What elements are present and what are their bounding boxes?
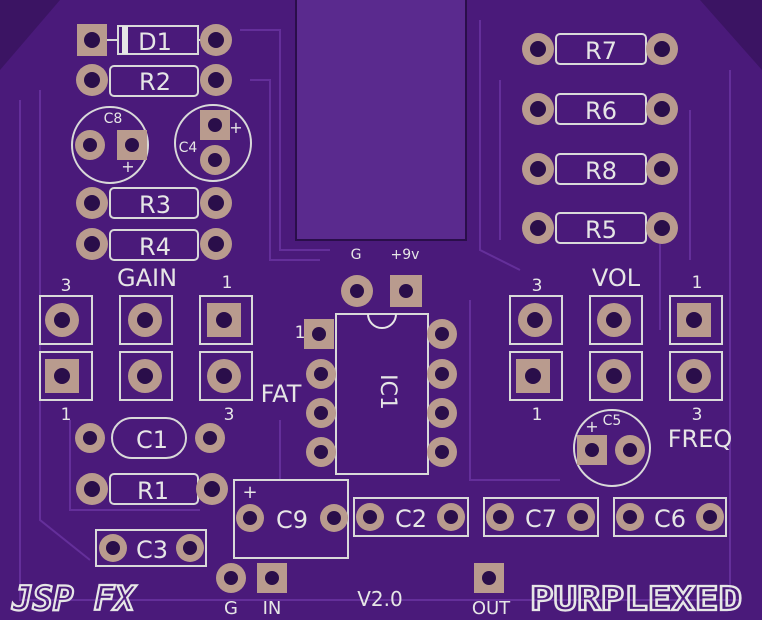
input-ground-label: G [224,598,238,619]
d1-label: D1 [138,28,172,56]
output-pad: OUT [472,563,511,619]
capacitor-c6: C6 [613,497,727,537]
resistor-r8: R8 [522,153,678,185]
ic-ic1: 1 IC1 [295,313,457,475]
capacitor-c1: C1 [75,417,225,459]
c9-plus: + [242,482,257,503]
c2-label: C2 [395,505,427,533]
output-label: OUT [472,598,511,619]
r6-label: R6 [585,97,617,125]
resistor-r6: R6 [522,93,678,125]
c4-label: C4 [179,140,198,156]
pot-vol: VOL 3 1 1 3 [509,264,723,425]
pot-gain: GAIN 3 1 1 3 [39,264,253,425]
fat-label: FAT [261,380,302,408]
gain-pin-1-top: 1 [222,273,233,293]
gain-pin-1-bottom: 1 [61,405,72,425]
c1-label: C1 [136,426,168,454]
c8-label: C8 [104,111,123,127]
capacitor-c5: C5 + [573,409,651,487]
capacitor-c9: C9 + [233,479,349,559]
input-label: IN [263,598,282,619]
resistor-r5: R5 [522,212,678,244]
vol-pin-1-top: 1 [692,273,703,293]
c5-label: C5 [603,413,622,429]
r5-label: R5 [585,216,617,244]
c5-plus: + [585,417,598,436]
c3-label: C3 [136,536,168,564]
capacitor-c4: C4 + [174,104,252,182]
capacitor-c2: C2 [353,497,469,537]
c4-plus: + [229,118,242,137]
gain-label: GAIN [117,264,177,292]
c6-label: C6 [654,505,686,533]
copper-traces [19,20,740,601]
gain-pin-3-top: 3 [61,276,72,296]
ic1-label: IC1 [375,374,400,410]
resistor-r2: R2 [76,64,232,97]
diode-d1: D1 [77,24,232,56]
resistor-r4: R4 [76,228,232,261]
board-name: PURPLEXED [530,579,742,618]
resistor-r7: R7 [522,33,678,65]
r4-label: R4 [139,233,171,261]
board-slot [295,0,467,241]
vol-pin-3-bottom: 3 [692,405,703,425]
brand-logo: JSP FX [11,579,137,619]
ic1-pin1-label: 1 [295,323,306,343]
c9-label: C9 [276,506,308,534]
capacitor-c7: C7 [483,497,599,537]
version-label: V2.0 [357,587,403,611]
r8-label: R8 [585,157,617,185]
capacitor-c8: C8 + [71,106,149,184]
vol-pin-3-top: 3 [532,276,543,296]
r1-label: R1 [137,477,169,505]
c8-plus: + [121,157,134,176]
r7-label: R7 [585,37,617,65]
power-supply-label: +9v [391,247,420,263]
capacitor-c3: C3 [95,529,207,567]
vol-pin-1-bottom: 1 [532,405,543,425]
input-pads: G IN [216,563,287,619]
power-pads: G +9v [341,247,422,307]
resistor-r1: R1 [76,473,228,505]
resistor-r3: R3 [76,187,232,219]
c7-label: C7 [525,505,557,533]
power-ground-label: G [351,247,362,263]
gain-pin-3-bottom: 3 [224,405,235,425]
r2-label: R2 [139,68,171,96]
freq-label: FREQ [668,425,733,453]
r3-label: R3 [139,191,171,219]
vol-label: VOL [592,264,641,292]
